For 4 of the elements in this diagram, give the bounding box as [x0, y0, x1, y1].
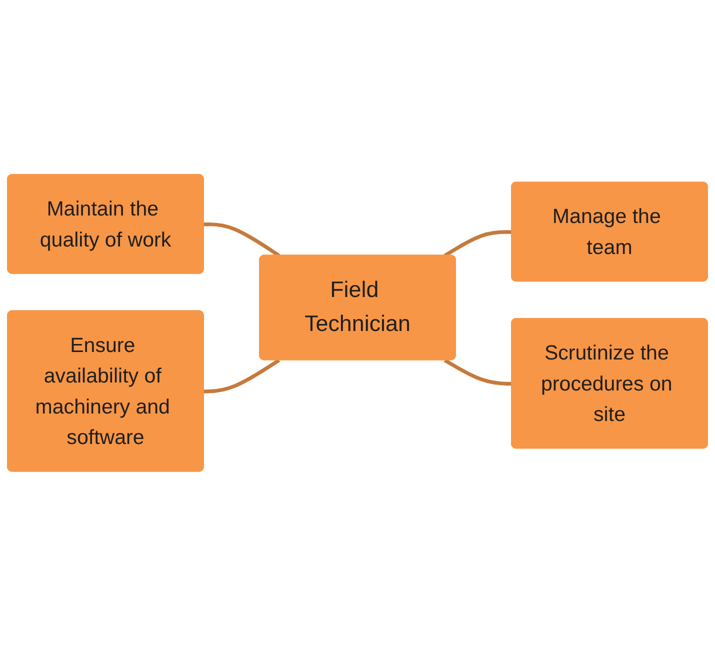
connector: [444, 358, 512, 386]
connector: [444, 230, 512, 258]
connector: [204, 222, 280, 258]
connector: [204, 358, 280, 394]
